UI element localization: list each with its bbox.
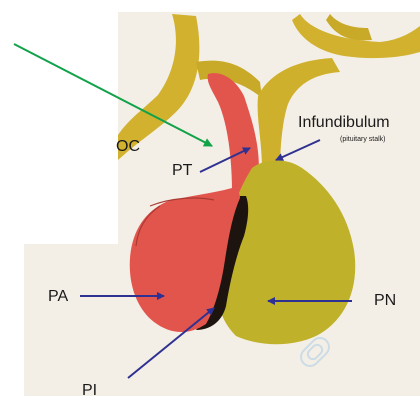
oc-label: OC: [116, 138, 140, 156]
pa-label: PA: [48, 288, 68, 306]
pituitary-stalk-label: (pituitary stalk): [340, 136, 386, 143]
pt-label: PT: [172, 162, 192, 180]
infundibulum-label: Infundibulum: [298, 114, 390, 132]
pn-label: PN: [374, 292, 396, 310]
pi-label: PI: [82, 382, 97, 400]
